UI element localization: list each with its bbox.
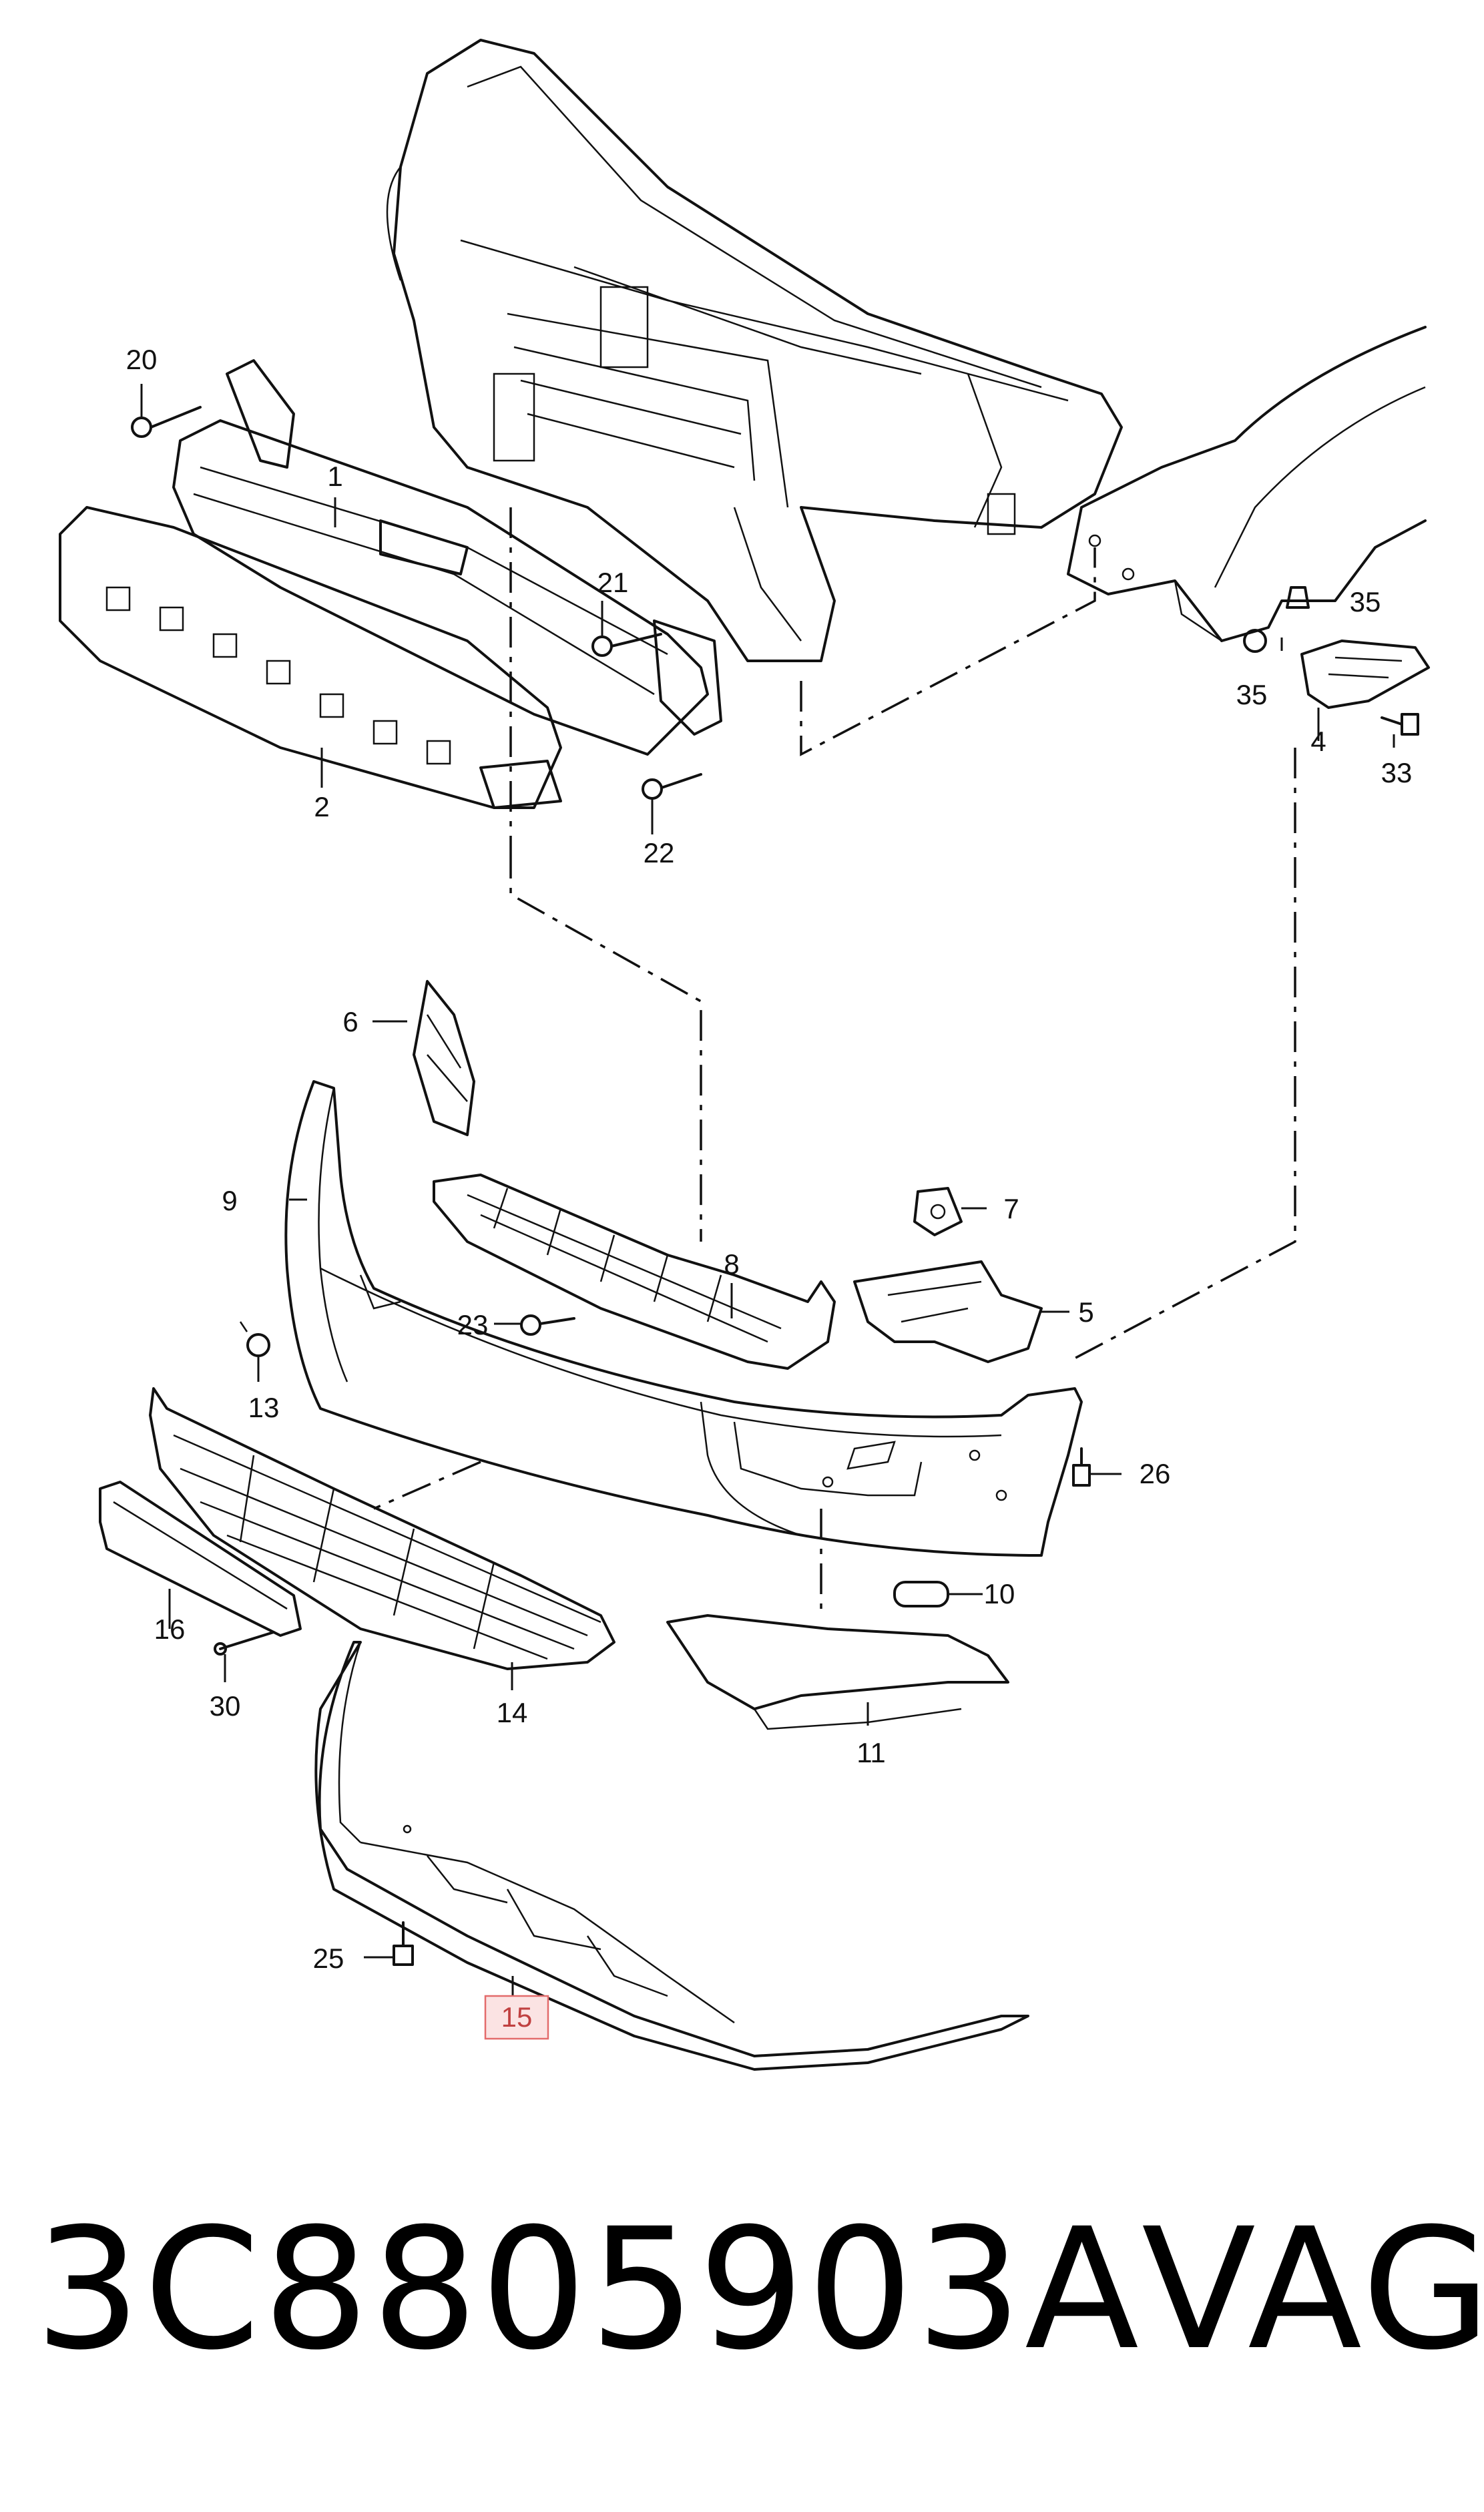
callout-14: 14 [497,1697,528,1728]
callout-25: 25 [313,1943,344,1974]
brand-label: VAG [1142,2192,1484,2387]
fender-side-member [1067,326,1427,642]
bolt-22 [642,773,702,800]
bracket-4 [1300,640,1430,709]
front-end-carrier [386,39,1123,662]
bolt-26 [1072,1447,1091,1487]
bracket-7 [913,1187,963,1236]
plate-holder-16 [99,1481,302,1637]
callout-15: 15 [501,2001,533,2033]
clip-35-lower [1243,629,1267,653]
callout-22: 22 [644,837,675,868]
callout-4: 4 [1310,726,1326,757]
lower-spoiler-15 [314,1641,1029,2071]
bolt-33 [1381,713,1419,736]
callout-23: 23 [457,1309,489,1340]
callout-5: 5 [1078,1296,1093,1328]
callout-6: 6 [342,1006,358,1037]
alignment-lines [373,507,1296,1615]
part-number: 3C8805903A [35,2192,1142,2387]
callout-7: 7 [1003,1193,1019,1224]
callout-9: 9 [222,1185,237,1216]
bracket-5 [853,1260,1043,1363]
energy-absorber-2 [59,506,562,809]
bracket-6 [413,980,475,1136]
callout-13: 13 [248,1392,280,1423]
callout-20: 20 [126,344,158,375]
callout-35-upper: 35 [1350,586,1381,617]
callout-1: 1 [327,461,342,492]
callout-10: 10 [984,1578,1015,1609]
footer: 3C8805903A VAG [0,2190,1484,2390]
callout-2: 2 [314,791,329,822]
callout-8: 8 [724,1248,739,1280]
callout-33: 33 [1381,757,1413,788]
callouts: 20 1 2 21 22 35 35 4 33 6 7 8 5 9 23 13 … [126,344,1413,2040]
callout-16: 16 [154,1613,186,1645]
cap-10 [893,1581,949,1607]
callout-26: 26 [1140,1458,1171,1489]
lower-grille-14 [149,1387,615,1670]
fog-trim-11 [666,1614,1009,1730]
clip-13 [239,1321,270,1357]
leader-lines [140,384,1395,1996]
callout-30: 30 [210,1690,241,1722]
bumper-cover-9 [284,1080,1083,1557]
screw-30 [214,1631,275,1656]
highlight-box-15 [484,1995,549,2040]
callout-11: 11 [856,1737,886,1768]
bolt-23 [520,1314,575,1336]
screw-25 [393,1921,414,1966]
callout-21: 21 [597,567,629,598]
clip-35-upper [1286,586,1310,609]
bumper-beam-1 [172,359,722,756]
grille-insert-8 [433,1174,836,1370]
callout-35-lower: 35 [1236,679,1268,710]
